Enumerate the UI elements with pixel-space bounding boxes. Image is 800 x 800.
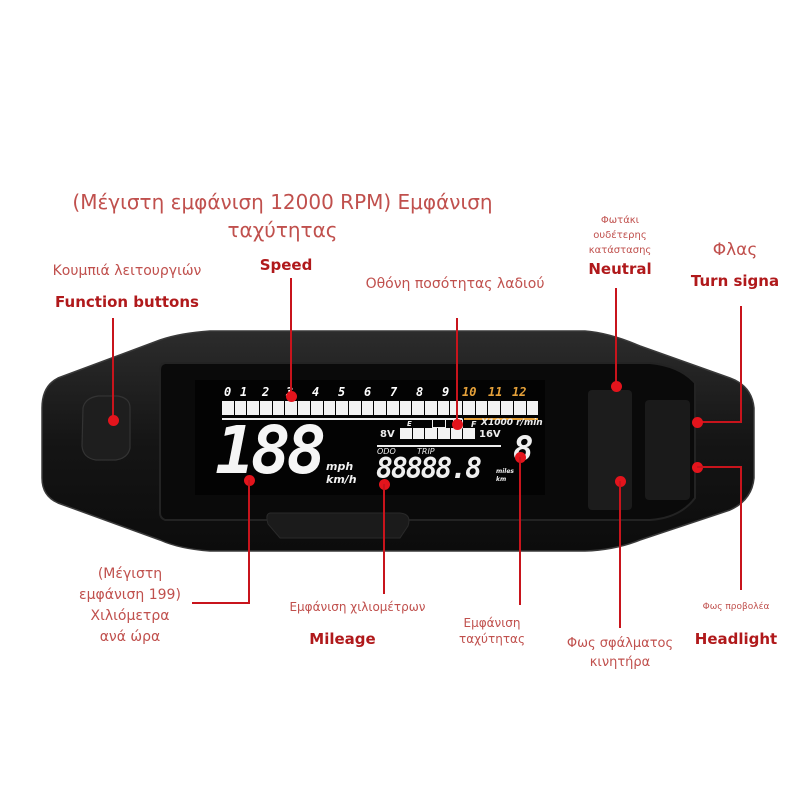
title-annotation-line1: (Μέγιστη εμφάνιση 12000 RPM) Εμφάνιση: [72, 190, 493, 214]
speed-digits: 188: [215, 412, 326, 489]
turn-signal-label-en: Turn signa: [690, 272, 780, 290]
rpm-redzone-underline: [464, 418, 538, 420]
marker-dot-turn-signal: [692, 417, 703, 428]
volt-min-label: 8V: [380, 429, 395, 440]
headlight-label-en: Headlight: [694, 630, 778, 648]
voltage-bar-graph: [400, 428, 476, 439]
turn-signal-label-gr: Φλας: [712, 240, 758, 260]
mileage-label-en: Mileage: [309, 630, 376, 648]
marker-dot-neutral: [611, 381, 622, 392]
odometer-digits: 88888.8: [376, 452, 482, 485]
neutral-label-gr-3: κατάστασης: [588, 245, 652, 256]
leader-line-function: [112, 318, 114, 420]
speed-unit-kmh: km/h: [326, 473, 357, 486]
neutral-label-en: Neutral: [588, 260, 652, 278]
leader-line-turn-horizontal: [697, 421, 742, 423]
rpm-tick: 4: [312, 385, 320, 399]
rpm-tick-redzone: 12: [512, 385, 527, 399]
leader-line-engine-fault: [619, 481, 621, 628]
battery-icon: [432, 419, 446, 428]
leader-line-oil: [456, 318, 458, 424]
odo-label: ODO: [377, 447, 396, 456]
gear-label-gr-2: ταχύτητας: [458, 632, 526, 646]
oil-display-label-gr: Οθόνη ποσότητας λαδιού: [365, 276, 545, 292]
max-speed-label-2: εμφάνιση 199): [79, 587, 181, 603]
neutral-label-gr-1: Φωτάκι: [600, 215, 640, 226]
leader-line-gear: [519, 457, 521, 605]
engine-fault-label-2: κινητήρα: [589, 655, 651, 670]
max-speed-label-1: (Μέγιστη: [97, 566, 163, 582]
leader-line-speed-horizontal: [192, 602, 250, 604]
fuel-full-label: F: [471, 420, 477, 429]
marker-dot-oil: [452, 419, 463, 430]
rpm-unit-label: X1000 r/min: [481, 418, 543, 428]
neutral-label-gr-2: ουδέτερης: [593, 230, 647, 241]
leader-line-headlight-horizontal: [697, 466, 742, 468]
speed-label-en: Speed: [259, 256, 313, 274]
max-speed-label-4: ανά ώρα: [99, 629, 161, 645]
rpm-bar-graph: [222, 401, 539, 415]
mileage-label-gr: Εμφάνιση χιλιομέτρων: [289, 600, 426, 614]
rpm-tick: 7: [390, 385, 398, 399]
rpm-tick-redzone: 11: [488, 385, 503, 399]
leader-line-headlight-vertical: [740, 466, 742, 590]
headlight-label-gr: Φως προβολέα: [702, 602, 770, 612]
rpm-tick: 0: [224, 385, 232, 399]
odo-unit-miles: miles: [496, 468, 515, 475]
rpm-tick: 2: [262, 385, 270, 399]
function-buttons-label-gr: Κουμπιά λειτουργιών: [52, 263, 202, 279]
title-annotation-line2: ταχύτητας: [227, 218, 338, 242]
leader-line-mileage: [383, 484, 385, 594]
engine-fault-label-1: Φως σφάλματος: [566, 636, 674, 651]
rpm-tick: 1: [240, 385, 248, 399]
function-buttons-label-en: Function buttons: [55, 293, 199, 311]
rpm-tick: 6: [364, 385, 372, 399]
leader-line-speed: [290, 278, 292, 396]
fuel-empty-label: E: [407, 420, 412, 428]
odo-unit-km: km: [496, 476, 507, 483]
leader-line-neutral: [615, 288, 617, 386]
volt-max-label: 16V: [479, 429, 501, 440]
trip-label: TRIP: [417, 447, 435, 456]
max-speed-label-3: Χιλιόμετρα: [90, 608, 170, 624]
marker-dot-rpm: [286, 391, 297, 402]
rpm-tick-labels: 0 1 2 3 4 5 6 7 8 9 10 11 12: [220, 385, 540, 399]
rpm-tick-redzone: 10: [462, 385, 477, 399]
leader-line-speed-vertical: [248, 480, 250, 604]
rpm-underline: [222, 418, 462, 420]
speed-unit-mph: mph: [326, 460, 354, 473]
leader-line-turn-vertical: [740, 306, 742, 422]
voltage-underline: [377, 445, 501, 447]
rpm-tick: 5: [338, 385, 346, 399]
function-button[interactable]: [82, 396, 132, 460]
marker-dot-function: [108, 415, 119, 426]
rpm-tick: 8: [416, 385, 424, 399]
gear-label-gr-1: Εμφάνιση: [463, 616, 521, 630]
rpm-tick: 9: [442, 385, 450, 399]
